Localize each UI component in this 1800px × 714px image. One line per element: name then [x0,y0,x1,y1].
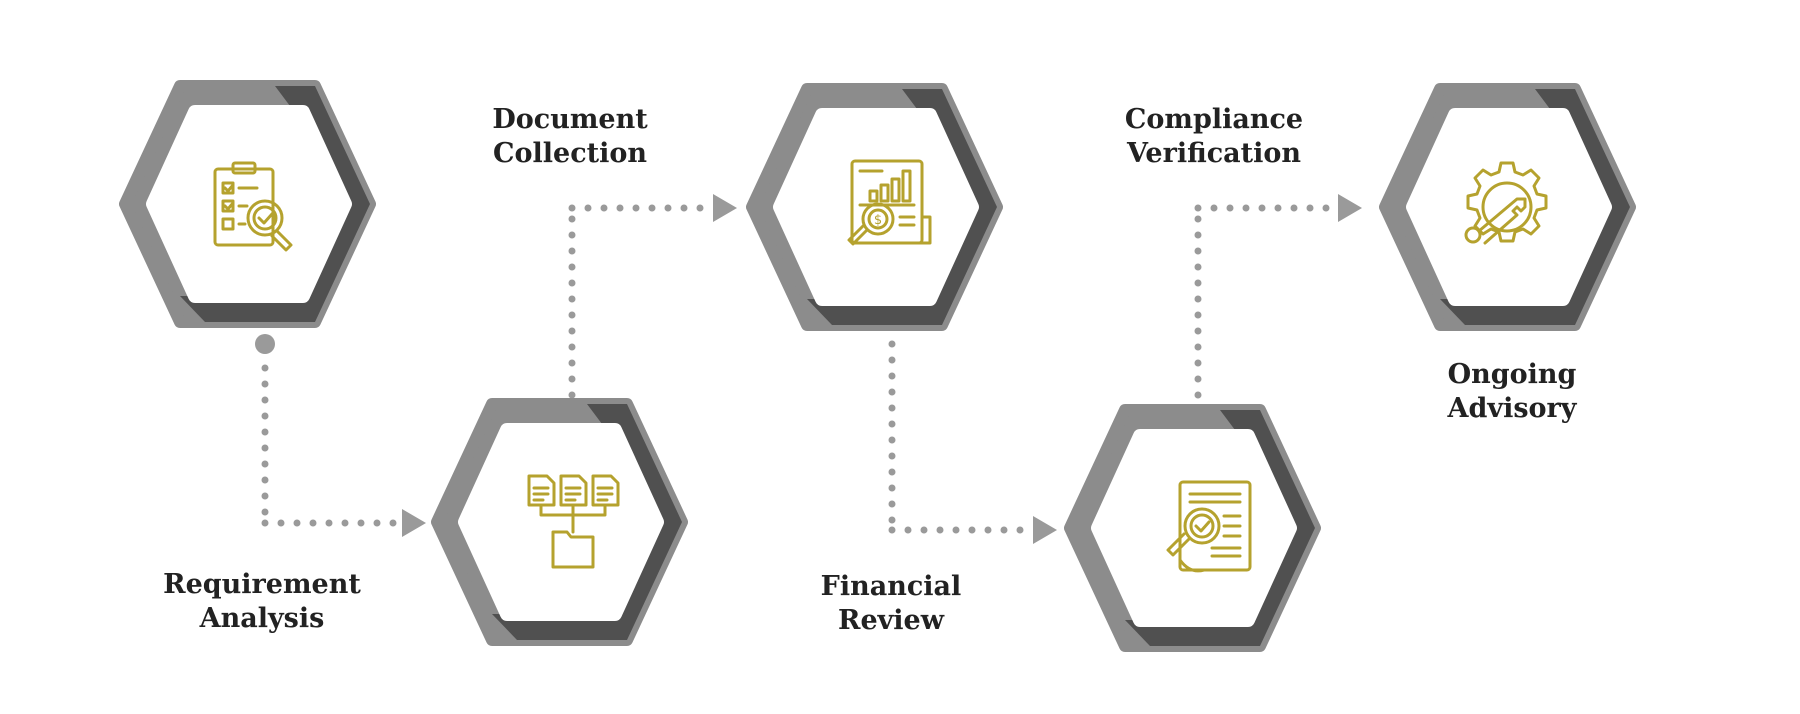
arrowhead [1338,194,1362,222]
label-line-2: Collection [493,138,647,169]
clipboard-checklist-magnifier-icon [213,161,293,252]
step-label-ongoing-advisory: Ongoing Advisory [1362,358,1662,426]
hexagon-ongoing-advisory [1379,83,1636,331]
arrowhead [1033,516,1057,544]
connector-1-2 [255,334,426,537]
connector-2-3 [568,194,737,399]
svg-text:$: $ [874,213,882,228]
label-line-1: Ongoing [1447,359,1577,390]
label-line-1: Financial [820,571,962,602]
hexagon-financial-review: $ [746,83,1003,331]
document-check-magnifier-icon [1166,480,1252,573]
hexagon-compliance-verification [1064,404,1321,652]
hexagon-requirement-analysis [119,80,376,328]
label-line-1: Compliance [1124,104,1304,135]
label-line-1: Requirement [163,569,361,600]
label-line-1: Document [492,104,648,135]
label-line-2: Review [838,605,944,636]
step-label-document-collection: Document Collection [420,103,720,171]
label-line-2: Verification [1126,138,1302,169]
financial-report-magnifier-icon: $ [847,159,932,246]
connector-start-dot [255,334,275,354]
arrowhead [402,509,426,537]
connector-4-5 [1194,194,1362,399]
label-line-2: Analysis [199,603,325,634]
label-line-2: Advisory [1447,393,1577,424]
step-label-financial-review: Financial Review [741,570,1041,638]
documents-folder-icon [527,474,620,569]
gear-key-icon [1464,161,1548,245]
arrowhead [713,194,737,222]
hexagon-document-collection [431,398,688,646]
connector-3-4 [888,340,1057,544]
step-label-requirement-analysis: Requirement Analysis [112,568,412,636]
step-label-compliance-verification: Compliance Verification [1064,103,1364,171]
